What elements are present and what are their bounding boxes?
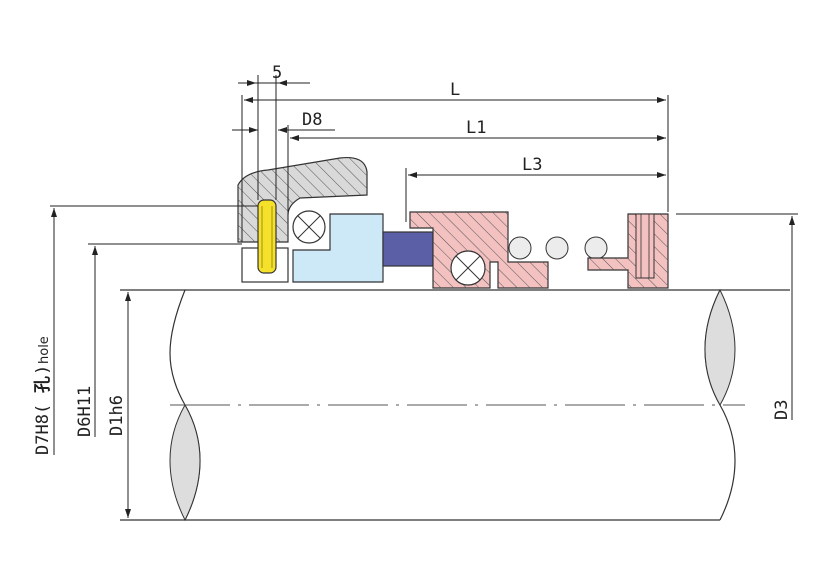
dim-L-label: L (450, 80, 460, 100)
dim-L3-label: L3 (522, 155, 542, 175)
dim-D8-label: D8 (302, 110, 322, 130)
dim-D7-suffix: ) (33, 365, 53, 375)
spring-coil (545, 236, 569, 260)
dimensions (50, 75, 798, 518)
seal-assembly (237, 156, 669, 289)
rotating-face (382, 231, 434, 267)
spring-coil (584, 236, 608, 260)
shaft-break-lens-right (704, 288, 736, 407)
dim-D6-label: D6H11 (75, 386, 95, 437)
dim-D7-group: D7H8( 孔 ) hole (33, 336, 53, 455)
dim-D1-label: D1h6 (107, 395, 127, 436)
dim-D7-kanji: 孔 (33, 376, 53, 393)
dim-D7-hole: hole (37, 336, 52, 364)
anti-rotation-pin (257, 199, 277, 274)
shaft (120, 288, 790, 522)
set-screw (635, 213, 655, 279)
dim-5-label: 5 (272, 63, 282, 83)
dim-D7-label: D7H8( (33, 404, 53, 455)
stationary-seat (292, 213, 384, 283)
dim-L1-label: L1 (466, 118, 486, 138)
shaft-break-lens-left (169, 403, 201, 522)
dim-D3-label: D3 (772, 400, 792, 420)
spring-coil (508, 236, 532, 260)
